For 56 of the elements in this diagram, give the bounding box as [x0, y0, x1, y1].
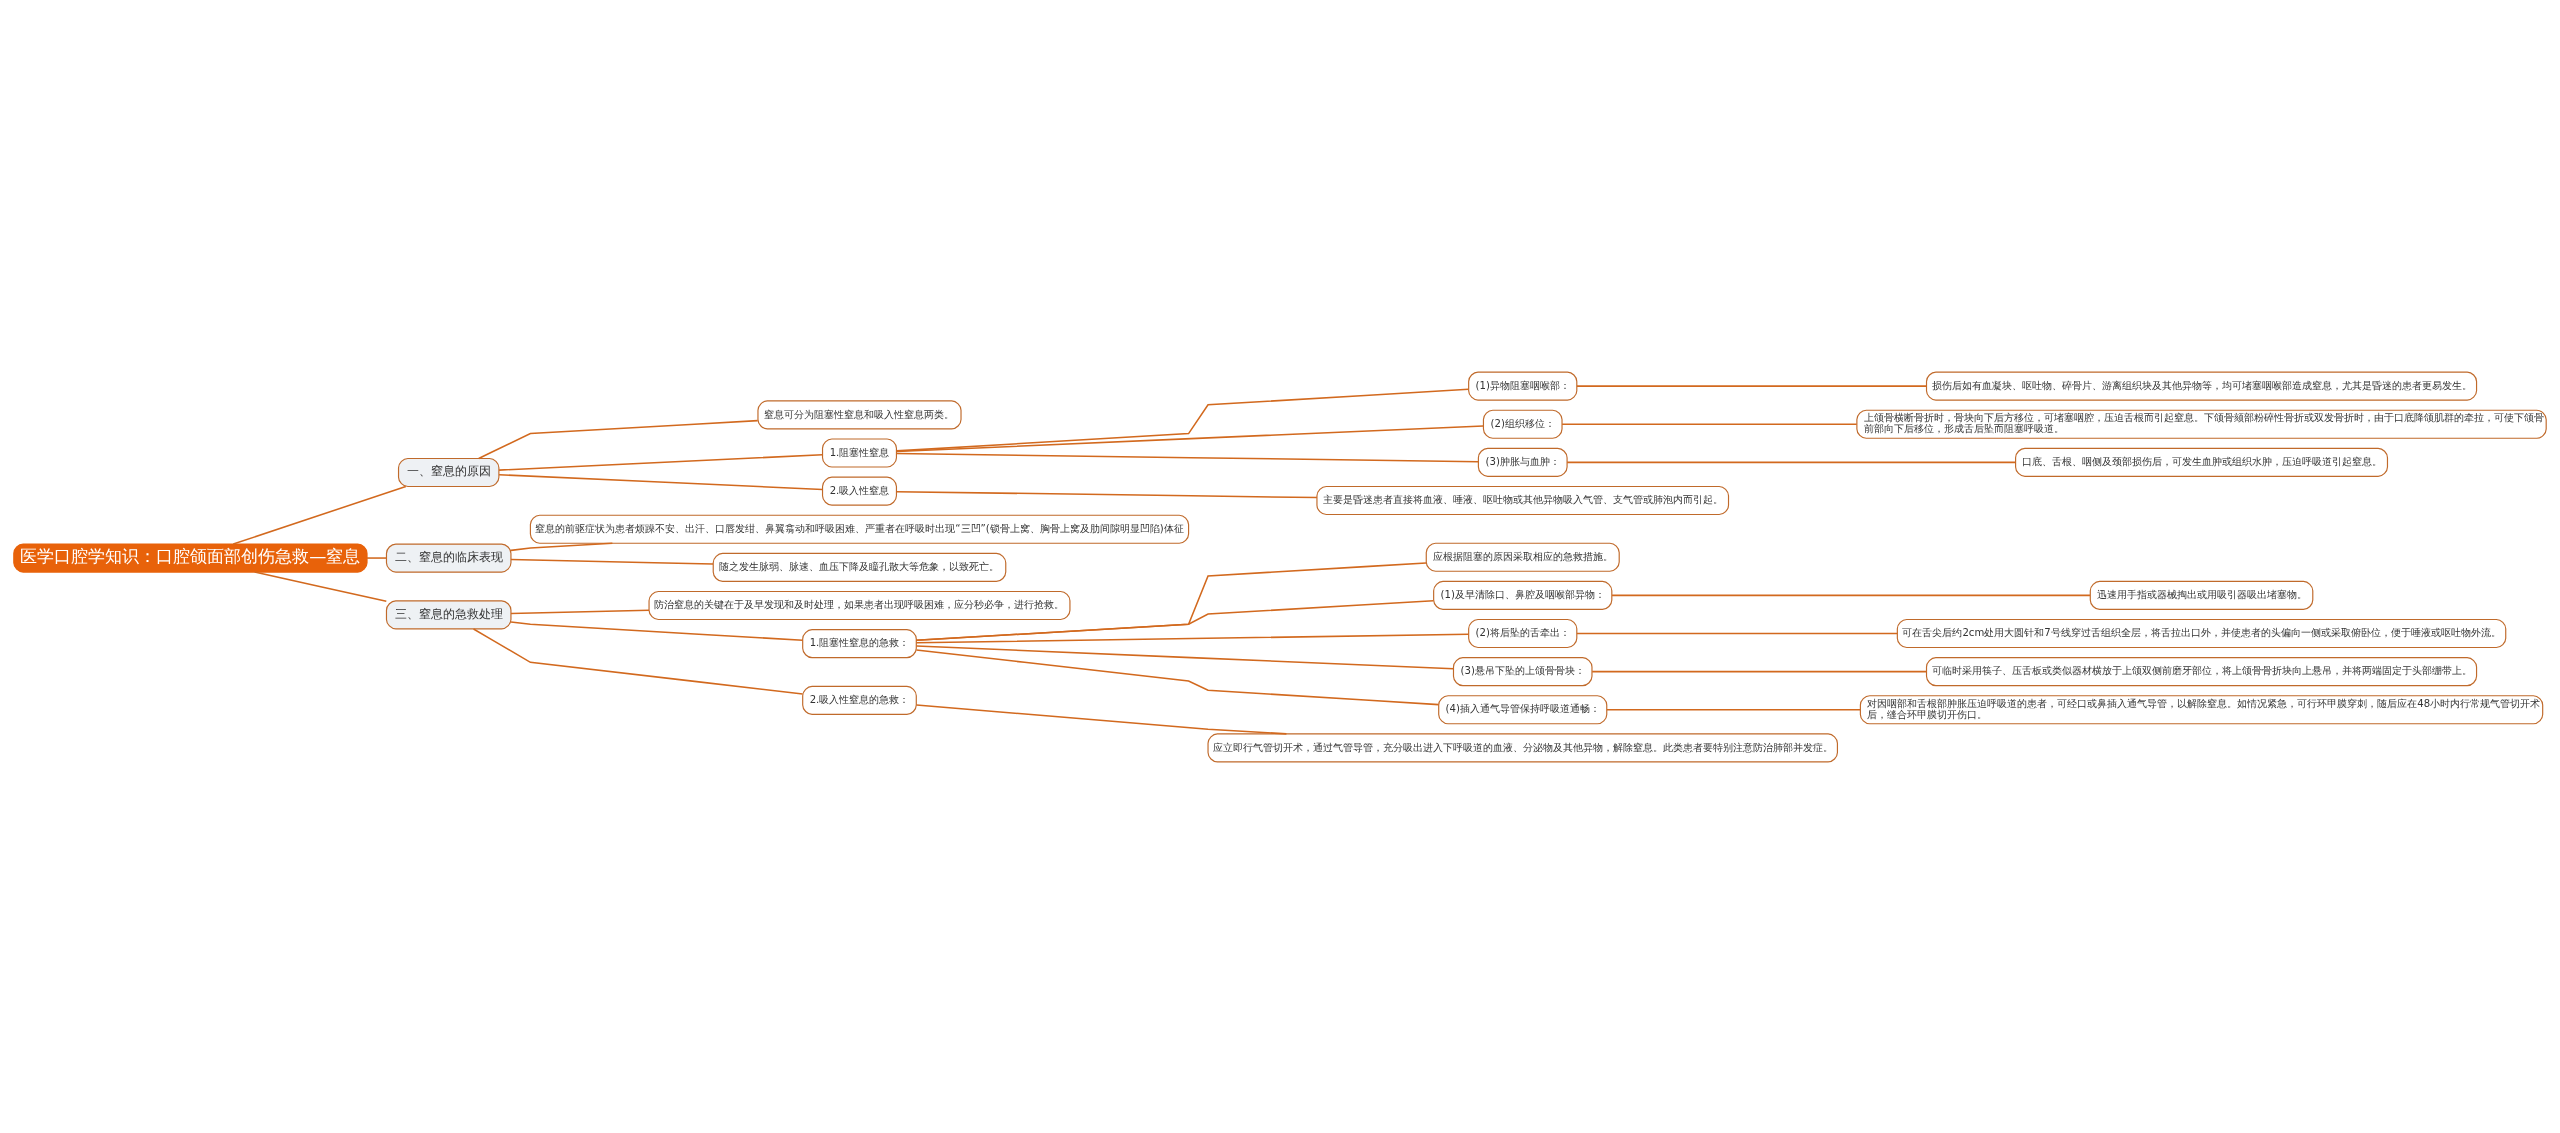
- node-box: (4)插入通气导管保持呼吸道通畅：: [1438, 694, 1608, 724]
- node-box: (1)及早清除口、鼻腔及咽喉部异物：: [1433, 580, 1613, 610]
- node-box: 口底、舌根、咽侧及颈部损伤后，可发生血肿或组织水肿，压迫呼吸道引起窒息。: [2015, 447, 2389, 477]
- node-box: 防治窒息的关键在于及早发现和及时处理，如果患者出现呼吸困难，应分秒必争，进行抢救。: [648, 590, 1071, 620]
- node-box: 主要是昏迷患者直接将血液、唾液、呕吐物或其他异物吸入气管、支气管或肺泡内而引起。: [1316, 485, 1730, 515]
- connector: [1566, 461, 2017, 463]
- connector: [477, 419, 759, 459]
- connector: [510, 558, 714, 565]
- connector: [232, 485, 407, 545]
- node-box: 对因咽部和舌根部肿胀压迫呼吸道的患者，可经口或鼻插入通气导管，以解除窒息。如情况紧急，可行环甲膜穿刺，随后应在48小时内行常规气管切开术后，缝合环甲膜切开伤口。: [1859, 694, 2544, 724]
- node-box: 1.阻塞性窒息的急救：: [802, 628, 917, 658]
- node-box: 损伤后如有血凝块、呕吐物、碎骨片、游离组织块及其他异物等，均可堵塞咽喉部造成窒息，尤其是昏迷的患者更易发生。: [1925, 371, 2478, 401]
- connector: [498, 473, 824, 490]
- node-box: (2)组织移位：: [1482, 409, 1563, 439]
- node-box: 窒息的前驱症状为患者烦躁不安、出汗、口唇发绀、鼻翼翕动和呼吸困难、严重者在呼吸时出现“三凹”(锁骨上窝、胸骨上窝及肋间隙明显凹陷)体征: [529, 514, 1190, 544]
- node-box: (3)悬吊下坠的上颌骨骨块：: [1452, 656, 1593, 686]
- connector: [253, 570, 388, 602]
- node-box: 一、窒息的原因: [397, 457, 500, 487]
- connector: [915, 648, 1440, 705]
- connector: [1591, 670, 1928, 672]
- node-box: (3)肿胀与血肿：: [1477, 447, 1568, 477]
- connector: [510, 620, 804, 641]
- node-box: 医学口腔学知识：口腔颌面部创伤急救—窒息: [13, 542, 368, 573]
- node-box: 1.阻塞性窒息: [821, 437, 898, 468]
- connector: [366, 556, 388, 559]
- node-box: 2.吸入性窒息: [821, 476, 898, 506]
- node-box: (1)异物阻塞咽喉部：: [1468, 371, 1578, 401]
- connector: [915, 703, 1288, 735]
- connector: [510, 542, 614, 551]
- connector: [895, 490, 1318, 498]
- connector: [1611, 594, 2091, 596]
- connector: [510, 609, 650, 614]
- node-box: 应立即行气管切开术，通过气管导管，充分吸出进入下呼吸道的血液、分泌物及其他异物，解除窒息。此类患者要特别注意防治肺部并发症。: [1207, 732, 1838, 762]
- node-box: 三、窒息的急救处理: [385, 599, 512, 629]
- node-box: 2.吸入性窒息的急救：: [802, 685, 917, 715]
- node-box: 应根据阻塞的原因采取相应的急救措施。: [1425, 542, 1620, 572]
- node-box: 可临时采用筷子、压舌板或类似器材横放于上颌双侧前磨牙部位，将上颌骨骨折块向上悬吊，并将两端固定于头部绷带上。: [1925, 656, 2478, 686]
- connector: [1576, 632, 1899, 634]
- connector: [895, 424, 1485, 452]
- node-box: 二、窒息的临床表现: [385, 542, 512, 573]
- node-box: (2)将后坠的舌牵出：: [1468, 618, 1578, 648]
- connector: [1561, 422, 1858, 425]
- connector: [915, 599, 1435, 641]
- node-box: 随之发生脉弱、脉速、血压下降及瞳孔散大等危象，以致死亡。: [712, 552, 1007, 582]
- connector: [895, 452, 1480, 462]
- connector: [472, 627, 804, 695]
- connector: [915, 644, 1455, 669]
- node-box: 迅速用手指或器械掏出或用吸引器吸出堵塞物。: [2089, 580, 2314, 610]
- node-box: 窒息可分为阻塞性窒息和吸入性窒息两类。: [757, 399, 962, 429]
- node-box: 上颌骨横断骨折时，骨块向下后方移位，可堵塞咽腔，压迫舌根而引起窒息。下颌骨颏部粉碎性骨折或双发骨折时，由于口底降颌肌群的牵拉，可使下颌骨前部向下后移位，形成舌后坠而阻塞呼吸道。: [1856, 409, 2547, 439]
- connector: [498, 453, 824, 471]
- connector: [1606, 708, 1861, 711]
- connector: [1576, 384, 1928, 387]
- node-box: 可在舌尖后约2cm处用大圆针和7号线穿过舌组织全层，将舌拉出口外，并使患者的头偏向一侧或采取俯卧位，便于唾液或呕吐物外流。: [1896, 618, 2507, 648]
- connector: [915, 633, 1470, 644]
- connector: [895, 388, 1470, 452]
